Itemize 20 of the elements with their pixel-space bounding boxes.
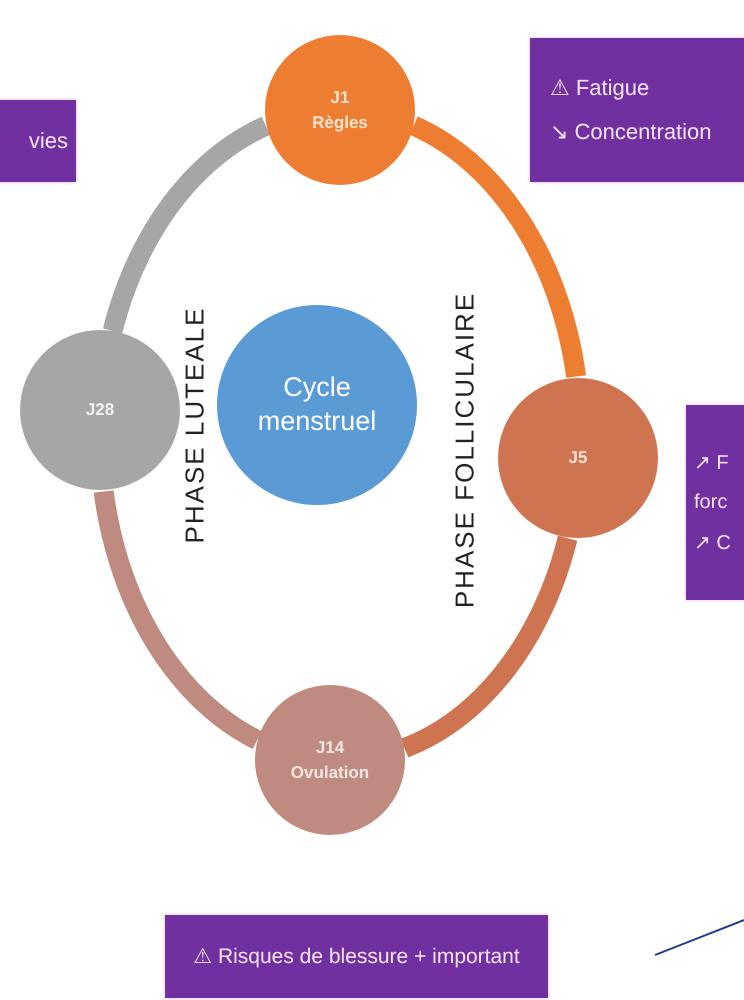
- note-text: ↗ F: [694, 451, 729, 475]
- circle-title: Cycle menstruel: [256, 371, 378, 438]
- circle-title: J5: [568, 447, 588, 470]
- note-box: [686, 405, 744, 600]
- circle-subtitle: Règles: [312, 112, 368, 134]
- circle-title: J14: [316, 736, 344, 759]
- note-text: forc: [694, 491, 728, 514]
- note-box: [0, 100, 76, 182]
- circle-subtitle: Ovulation: [290, 762, 370, 784]
- note-text: ⚠ Fatigue: [550, 75, 650, 101]
- note-text: ⚠ Risques de blessure + important: [193, 944, 520, 969]
- note-text: ↘ Concentration: [550, 119, 712, 145]
- note-box: [530, 38, 744, 182]
- note-text: vies: [28, 128, 68, 154]
- note-text: ↗ C: [694, 531, 731, 555]
- note-box: [165, 915, 548, 998]
- phase-label: PHASE LUTEALE: [180, 306, 210, 544]
- phase-label: PHASE FOLLICULAIRE: [450, 292, 480, 608]
- circle-title: J28: [86, 399, 114, 422]
- circle-title: J1: [330, 86, 350, 109]
